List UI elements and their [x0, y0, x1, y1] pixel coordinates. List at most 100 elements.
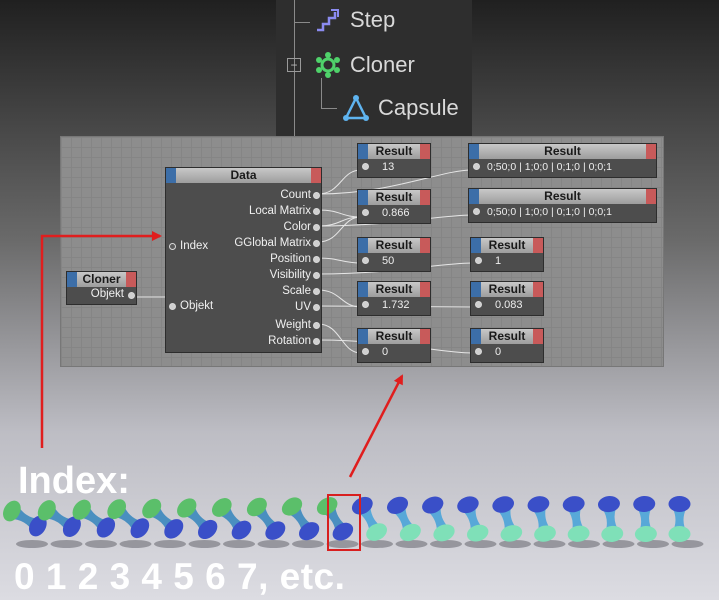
node-title: Result [358, 282, 430, 297]
cloned-capsules [3, 496, 704, 548]
result-value: 50 [382, 255, 395, 267]
result-node[interactable]: Result 1.732 [357, 281, 431, 316]
output-port[interactable] [313, 322, 320, 329]
input-port[interactable] [473, 208, 480, 215]
collapse-toggle[interactable]: − [287, 58, 301, 72]
capsule-icon [342, 94, 370, 122]
output-port-uv[interactable]: UV [295, 300, 320, 314]
port-label: Index [180, 240, 209, 252]
wire [317, 257, 362, 264]
node-title: Result [471, 329, 543, 344]
result-node[interactable]: Result 0;50;0 | 1;0;0 | 0;1;0 | 0;0;1 [468, 188, 657, 223]
output-port[interactable] [313, 288, 320, 295]
output-port[interactable] [313, 224, 320, 231]
input-port[interactable] [473, 163, 480, 170]
cloner-node[interactable]: Cloner Objekt [66, 271, 137, 305]
output-port[interactable] [313, 304, 320, 311]
node-title: Result [358, 144, 430, 159]
result-node[interactable]: Result 0.083 [470, 281, 544, 316]
node-title: Result [469, 144, 656, 159]
capsule-clone [387, 496, 428, 548]
capsule-clone [633, 496, 669, 548]
port-label: Objekt [180, 300, 214, 312]
output-port[interactable] [313, 208, 320, 215]
result-node[interactable]: Result 13 [357, 143, 431, 178]
input-port[interactable] [475, 257, 482, 264]
cloner-icon [314, 51, 342, 79]
input-port[interactable] [362, 163, 369, 170]
input-port[interactable] [169, 303, 176, 310]
output-port-weight[interactable]: Weight [275, 318, 320, 332]
port-label: GGlobal Matrix [234, 237, 311, 249]
output-port-color[interactable]: Color [283, 220, 320, 234]
capsule-clone [177, 498, 221, 548]
result-node[interactable]: Result 0 [470, 328, 544, 363]
capsule-clone [351, 496, 393, 548]
result-value: 13 [382, 161, 395, 173]
step-effector-icon [314, 6, 342, 34]
node-title: Result [469, 189, 656, 204]
index-heading: Index: [18, 460, 130, 502]
input-port[interactable] [362, 301, 369, 308]
input-port[interactable] [362, 257, 369, 264]
output-port[interactable] [128, 292, 135, 299]
result-node[interactable]: Result 0.866 [357, 189, 431, 224]
output-port[interactable] [313, 240, 320, 247]
result-value: 0 [495, 346, 502, 358]
node-title: Result [358, 190, 430, 205]
result-node[interactable]: Result 0 [357, 328, 431, 363]
port-label: Count [280, 189, 311, 201]
capsule-clone [597, 496, 635, 548]
input-port[interactable] [169, 243, 176, 250]
output-port-visibility[interactable]: Visibility [269, 268, 320, 282]
port-label: Rotation [268, 335, 311, 347]
result-node[interactable]: Result 0;50;0 | 1;0;0 | 0;1;0 | 0;0;1 [468, 143, 657, 178]
object-manager: Step − Cloner Capsule [276, 0, 472, 136]
capsule-clone [422, 496, 462, 548]
object-label: Capsule [378, 95, 459, 120]
object-label: Step [350, 7, 396, 32]
output-port-global-matrix[interactable]: GGlobal Matrix [234, 236, 320, 250]
input-port[interactable] [362, 348, 369, 355]
result-value: 0;50;0 | 1;0;0 | 0;1;0 | 0;0;1 [487, 206, 612, 218]
input-port[interactable] [475, 301, 482, 308]
output-port[interactable] [313, 272, 320, 279]
wire [317, 209, 362, 218]
object-row-cloner[interactable]: Cloner [314, 51, 415, 79]
result-node[interactable]: Result 1 [470, 237, 544, 272]
capsule-clone [492, 496, 531, 548]
data-node[interactable]: Data Index Objekt Count Local Matrix Col… [165, 167, 322, 353]
output-port-count[interactable]: Count [280, 188, 320, 202]
capsule-clone [281, 497, 324, 548]
tree-line [321, 78, 322, 108]
output-port[interactable] [313, 256, 320, 263]
capsule-clone [142, 498, 186, 548]
output-port[interactable] [313, 192, 320, 199]
input-port[interactable] [362, 209, 369, 216]
result-value: 1 [495, 255, 502, 267]
highlight-frame [327, 494, 361, 551]
output-port[interactable] [313, 338, 320, 345]
port-label: Position [270, 253, 311, 265]
capsule-clone [562, 496, 600, 548]
output-port-rotation[interactable]: Rotation [268, 334, 320, 348]
output-port-local-matrix[interactable]: Local Matrix [249, 204, 320, 218]
wire [317, 289, 362, 308]
result-node[interactable]: Result 50 [357, 237, 431, 272]
port-label: Weight [275, 319, 311, 331]
result-value: 1.732 [382, 299, 410, 311]
input-port[interactable] [475, 348, 482, 355]
capsule-clone [246, 497, 290, 548]
object-row-step[interactable]: Step [314, 6, 395, 34]
port-label: Visibility [269, 269, 311, 281]
arrow-to-result [348, 374, 404, 478]
object-row-capsule[interactable]: Capsule [342, 94, 459, 122]
capsule-clone [37, 500, 83, 548]
tree-line [294, 0, 295, 136]
input-port-index[interactable]: Index [169, 239, 208, 253]
xpresso-editor[interactable]: Cloner Objekt Data Index Objekt Count Lo… [60, 136, 664, 367]
port-label: Color [283, 221, 311, 233]
output-port-scale[interactable]: Scale [282, 284, 320, 298]
input-port-objekt[interactable]: Objekt [169, 299, 213, 313]
output-port-position[interactable]: Position [270, 252, 320, 266]
